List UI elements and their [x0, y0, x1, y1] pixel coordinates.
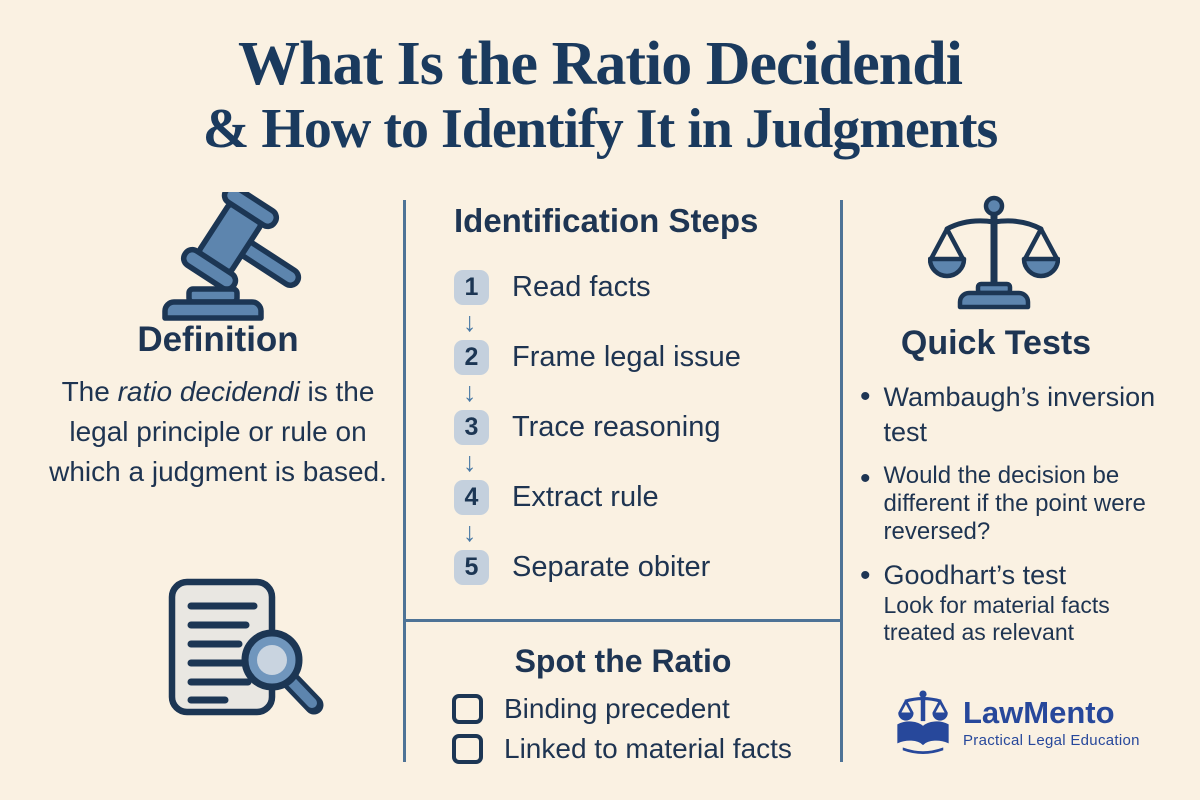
down-arrow-icon [463, 375, 840, 410]
brand-text: LawMento Practical Legal Education [963, 696, 1140, 749]
quick-test-subtext: Look for material facts treated as relev… [883, 592, 1110, 645]
title-line-1: What Is the Ratio Decidendi [238, 30, 963, 98]
unchecked-checkbox[interactable] [452, 734, 483, 764]
step-row-2: 2 Frame legal issue [454, 340, 840, 375]
identification-steps-section: Identification Steps 1 Read facts 2 Fram… [406, 200, 840, 622]
scales-of-justice-icon [928, 195, 1060, 310]
quick-test-text: Would the decision be different if the p… [883, 462, 1146, 545]
step-row-3: 3 Trace reasoning [454, 410, 840, 445]
quick-test-item: Goodhart’s test Look for material facts … [860, 559, 1172, 646]
quick-test-item: Would the decision be different if the p… [860, 462, 1172, 546]
step-number-badge: 2 [454, 340, 489, 375]
unchecked-checkbox[interactable] [452, 694, 483, 724]
magnifier-icon [241, 629, 324, 715]
quick-test-text: Goodhart’s test [883, 560, 1067, 590]
step-label: Separate obiter [512, 551, 711, 583]
definition-prefix: The [61, 376, 118, 407]
identification-panel: Identification Steps 1 Read facts 2 Fram… [403, 200, 843, 765]
step-number-badge: 4 [454, 480, 489, 515]
document-search-icon [168, 578, 324, 716]
step-row-5: 5 Separate obiter [454, 550, 840, 585]
down-arrow-icon [463, 305, 840, 340]
spot-the-ratio-section: Spot the Ratio Binding precedent Linked … [406, 622, 840, 765]
step-number-badge: 1 [454, 270, 489, 305]
step-number-badge: 3 [454, 410, 489, 445]
spot-heading: Spot the Ratio [514, 643, 732, 679]
checklist-label: Linked to material facts [504, 733, 792, 764]
quick-test-item: Wambaugh’s inversion test [860, 380, 1172, 450]
step-row-4: 4 Extract rule [454, 480, 840, 515]
quick-tests-list: Wambaugh’s inversion test Would the deci… [860, 380, 1172, 646]
brand-tagline: Practical Legal Education [963, 731, 1140, 749]
definition-heading: Definition [137, 320, 299, 359]
down-arrow-icon [463, 445, 840, 480]
step-label: Read facts [512, 271, 651, 303]
gavel-icon [162, 192, 302, 321]
step-label: Trace reasoning [512, 411, 721, 443]
step-row-1: 1 Read facts [454, 270, 840, 305]
checklist-item-material-facts: Linked to material facts [452, 733, 840, 765]
step-label: Extract rule [512, 481, 659, 513]
step-label: Frame legal issue [512, 341, 741, 373]
step-number-badge: 5 [454, 550, 489, 585]
down-arrow-icon [463, 515, 840, 550]
page-title: What Is the Ratio Decidendi & How to Ide… [0, 30, 1200, 160]
definition-text: The ratio decidendi is the legal princip… [40, 372, 396, 492]
brand-name: LawMento [963, 694, 1115, 730]
checklist-item-binding-precedent: Binding precedent [452, 693, 840, 725]
steps-heading: Identification Steps [454, 202, 759, 239]
title-line-2: & How to Identify It in Judgments [202, 98, 999, 160]
quick-test-text: Wambaugh’s inversion test [883, 382, 1156, 447]
steps-list: 1 Read facts 2 Frame legal issue 3 Trace… [454, 270, 840, 585]
definition-term: ratio decidendi [117, 376, 300, 407]
brand-logo: LawMento Practical Legal Education [896, 686, 1140, 758]
checklist-label: Binding precedent [504, 693, 730, 724]
quick-tests-heading: Quick Tests [900, 324, 1092, 362]
definition-suffix: is the legal principle or rule on which … [49, 376, 387, 487]
book-and-scales-logo-icon [897, 690, 949, 754]
